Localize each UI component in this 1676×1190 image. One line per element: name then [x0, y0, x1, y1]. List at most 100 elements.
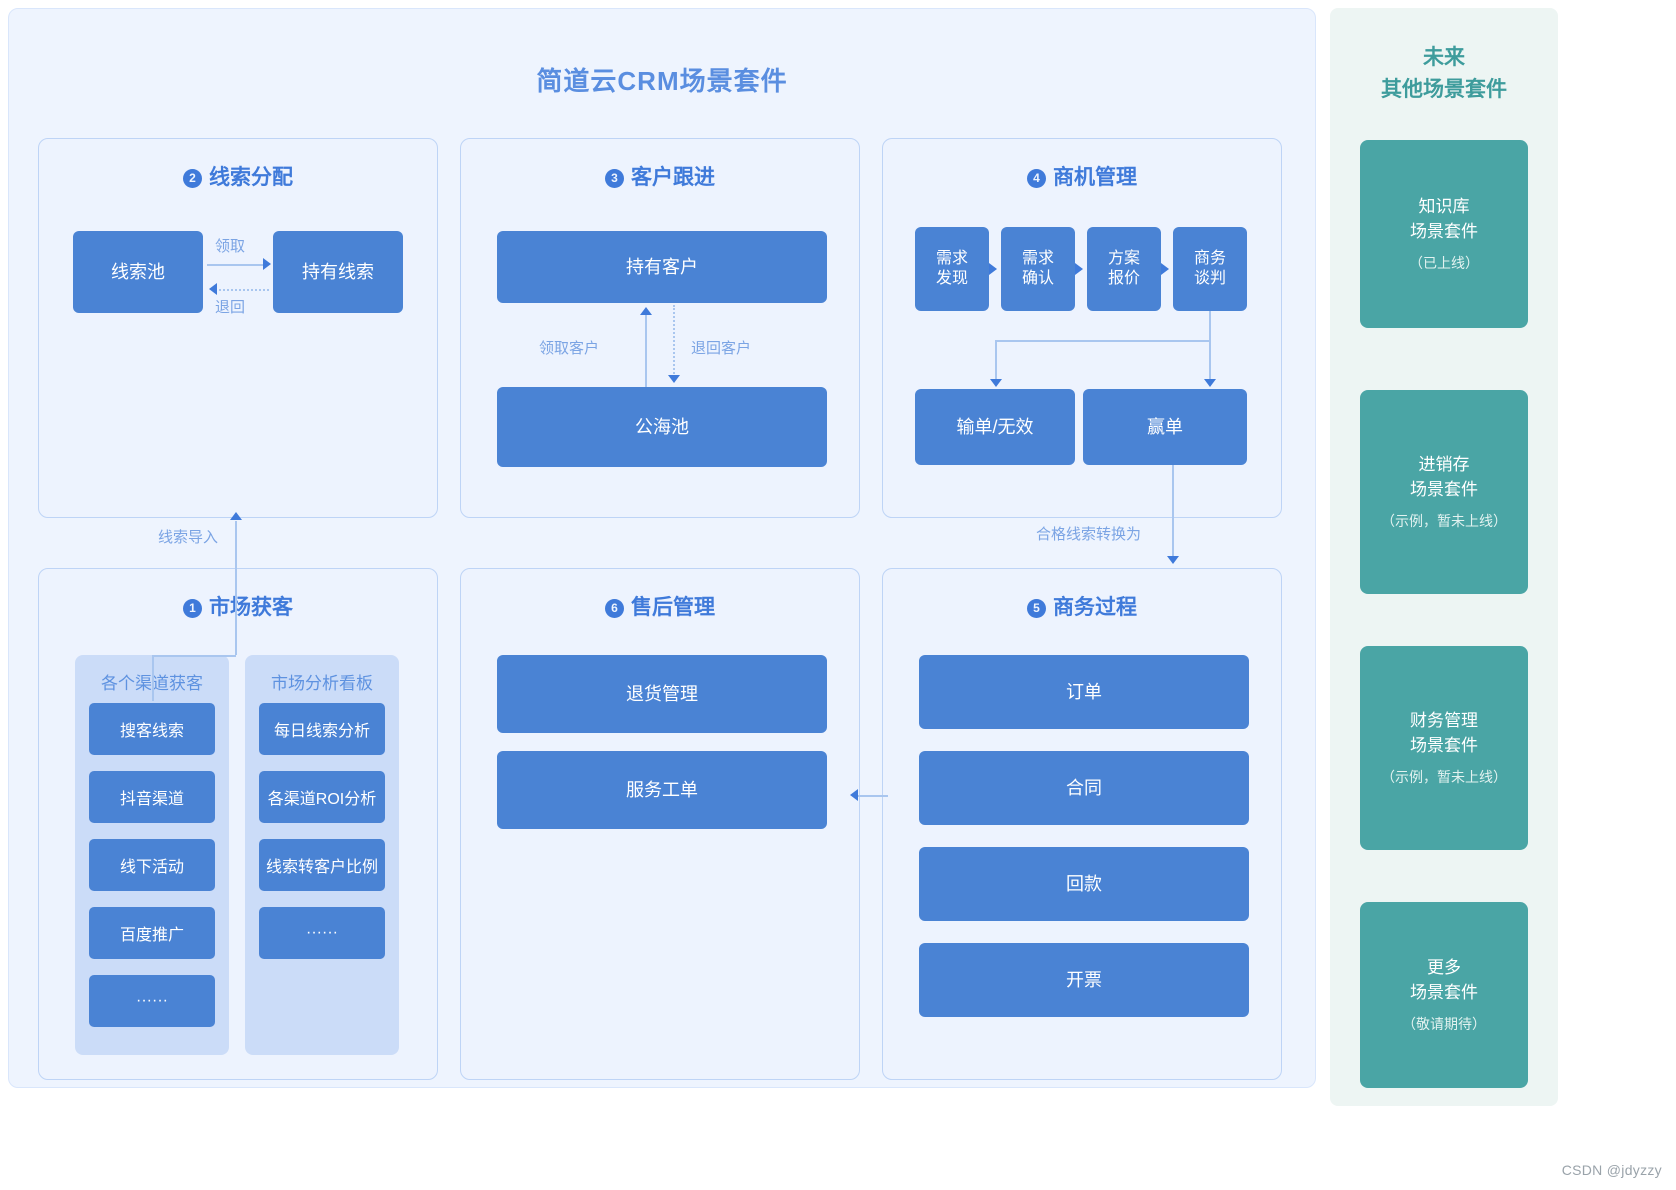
branch-stem	[1209, 311, 1211, 341]
section-title-after-sales: 6 售后管理	[461, 591, 859, 621]
business-to-aftersales-line	[858, 795, 888, 797]
edge-claim-customer-arrowhead	[640, 307, 652, 315]
suite-name-line2: 场景套件	[1410, 736, 1478, 755]
section-title-text: 售后管理	[631, 596, 715, 619]
business-to-aftersales-arrowhead	[850, 789, 858, 801]
suite-name-line2: 场景套件	[1410, 480, 1478, 499]
section-title-text: 市场获客	[209, 596, 293, 619]
watermark: CSDN @jdyzzy	[1561, 1162, 1662, 1178]
edge-label-claim-customer: 领取客户	[539, 340, 600, 357]
suite-name-line1: 知识库	[1418, 197, 1470, 217]
section-after-sales: 6 售后管理 退货管理 服务工单	[460, 568, 860, 1080]
edge-claim-customer-line	[645, 315, 647, 387]
suite-status-badge: （示例，暂未上线）	[1381, 768, 1507, 785]
chip-channel-2[interactable]: 抖音渠道	[89, 771, 215, 823]
section-title-opportunity: 4 商机管理	[883, 161, 1281, 191]
chip-dashboard-3[interactable]: 线索转客户比例	[259, 839, 385, 891]
node-stage-demand-discovery[interactable]: 需求 发现	[915, 227, 989, 311]
section-title-text: 线索分配	[209, 166, 293, 189]
branch-left-drop	[995, 340, 997, 384]
lead-import-stem-lower	[152, 655, 154, 701]
stage-line-2: 谈判	[1193, 270, 1226, 287]
branch-left-arrowhead	[990, 379, 1002, 387]
suite-status-badge: （示例，暂未上线）	[1381, 512, 1507, 529]
lead-import-bar	[152, 655, 236, 657]
branch-right-arrowhead	[1204, 379, 1216, 387]
suite-name-line1: 财务管理	[1410, 711, 1478, 731]
section-number-badge: 5	[1027, 599, 1046, 618]
suite-status-badge: （已上线）	[1409, 254, 1479, 271]
subgroup-market-dashboard: 市场分析看板 每日线索分析 各渠道ROI分析 线索转客户比例 ······	[245, 655, 399, 1055]
section-business-process: 5 商务过程 订单 合同 回款 开票	[882, 568, 1282, 1080]
edge-return-customer-line	[673, 305, 675, 377]
node-stage-negotiation[interactable]: 商务 谈判	[1173, 227, 1247, 311]
node-owned-customers[interactable]: 持有客户	[497, 231, 827, 303]
node-public-sea-pool[interactable]: 公海池	[497, 387, 827, 467]
branch-bar	[995, 340, 1211, 342]
node-stage-proposal-quote[interactable]: 方案 报价	[1087, 227, 1161, 311]
node-payment[interactable]: 回款	[919, 847, 1249, 921]
sidebar-title: 未来 其他场景套件	[1330, 42, 1558, 105]
node-order[interactable]: 订单	[919, 655, 1249, 729]
stage-line-1: 需求	[935, 250, 968, 267]
suite-name-line2: 场景套件	[1410, 222, 1478, 241]
node-invoice[interactable]: 开票	[919, 943, 1249, 1017]
chip-dashboard-more[interactable]: ······	[259, 907, 385, 959]
chip-channel-3[interactable]: 线下活动	[89, 839, 215, 891]
node-service-ticket[interactable]: 服务工单	[497, 751, 827, 829]
section-number-badge: 2	[183, 169, 202, 188]
edge-claim-arrowhead	[263, 258, 271, 270]
stage-line-1: 需求	[1021, 250, 1054, 267]
suite-card-inventory[interactable]: 进销存 场景套件 （示例，暂未上线）	[1360, 390, 1528, 594]
section-number-badge: 4	[1027, 169, 1046, 188]
stage-line-2: 确认	[1021, 270, 1054, 287]
stage-line-2: 发现	[935, 270, 968, 287]
section-title-market: 1 市场获客	[39, 591, 437, 621]
subgroup-channel-acquisition: 各个渠道获客 搜客线索 抖音渠道 线下活动 百度推广 ······	[75, 655, 229, 1055]
stage-line-1: 商务	[1193, 250, 1226, 267]
branch-right-drop	[1209, 340, 1211, 384]
sidebar-title-line1: 未来	[1423, 46, 1465, 69]
node-owned-leads[interactable]: 持有线索	[273, 231, 403, 313]
future-suites-sidebar: 未来 其他场景套件 知识库 场景套件 （已上线） 进销存 场景套件 （示例，暂未…	[1330, 8, 1558, 1106]
stage-arrow-3	[1161, 263, 1169, 275]
node-stage-demand-confirm[interactable]: 需求 确认	[1001, 227, 1075, 311]
suite-name-line2: 场景套件	[1410, 983, 1478, 1002]
edge-label-return-customer: 退回客户	[691, 340, 752, 357]
section-opportunity-management: 4 商机管理 需求 发现 需求 确认 方案 报价 商务 谈判 输单/无效 赢单	[882, 138, 1282, 518]
section-number-badge: 1	[183, 599, 202, 618]
suite-card-finance[interactable]: 财务管理 场景套件 （示例，暂未上线）	[1360, 646, 1528, 850]
chip-channel-1[interactable]: 搜客线索	[89, 703, 215, 755]
stage-arrow-2	[1075, 263, 1083, 275]
suite-status-badge: （敬请期待）	[1402, 1015, 1486, 1032]
node-return-management[interactable]: 退货管理	[497, 655, 827, 733]
suite-card-more[interactable]: 更多 场景套件 （敬请期待）	[1360, 902, 1528, 1088]
stage-line-2: 报价	[1107, 270, 1140, 287]
node-outcome-lost[interactable]: 输单/无效	[915, 389, 1075, 465]
node-outcome-won[interactable]: 赢单	[1083, 389, 1247, 465]
chip-channel-4[interactable]: 百度推广	[89, 907, 215, 959]
section-title-text: 商务过程	[1053, 596, 1137, 619]
chip-dashboard-1[interactable]: 每日线索分析	[259, 703, 385, 755]
section-number-badge: 3	[605, 169, 624, 188]
lead-import-stem-upper	[235, 521, 237, 655]
suite-card-knowledge-base[interactable]: 知识库 场景套件 （已上线）	[1360, 140, 1528, 328]
subgroup-title-dashboard: 市场分析看板	[271, 674, 373, 693]
suite-name-line1: 更多	[1427, 958, 1461, 978]
chip-channel-more[interactable]: ······	[89, 975, 215, 1027]
chip-dashboard-2[interactable]: 各渠道ROI分析	[259, 771, 385, 823]
node-contract[interactable]: 合同	[919, 751, 1249, 825]
qualified-convert-stem	[1172, 465, 1174, 560]
stage-line-1: 方案	[1107, 250, 1140, 267]
section-title-text: 商机管理	[1053, 166, 1137, 189]
node-lead-pool[interactable]: 线索池	[73, 231, 203, 313]
section-number-badge: 6	[605, 599, 624, 618]
page-title: 简道云CRM场景套件	[536, 66, 788, 96]
edge-label-qualified-convert: 合格线索转换为	[1036, 526, 1142, 543]
suite-name-line1: 进销存	[1418, 455, 1470, 475]
